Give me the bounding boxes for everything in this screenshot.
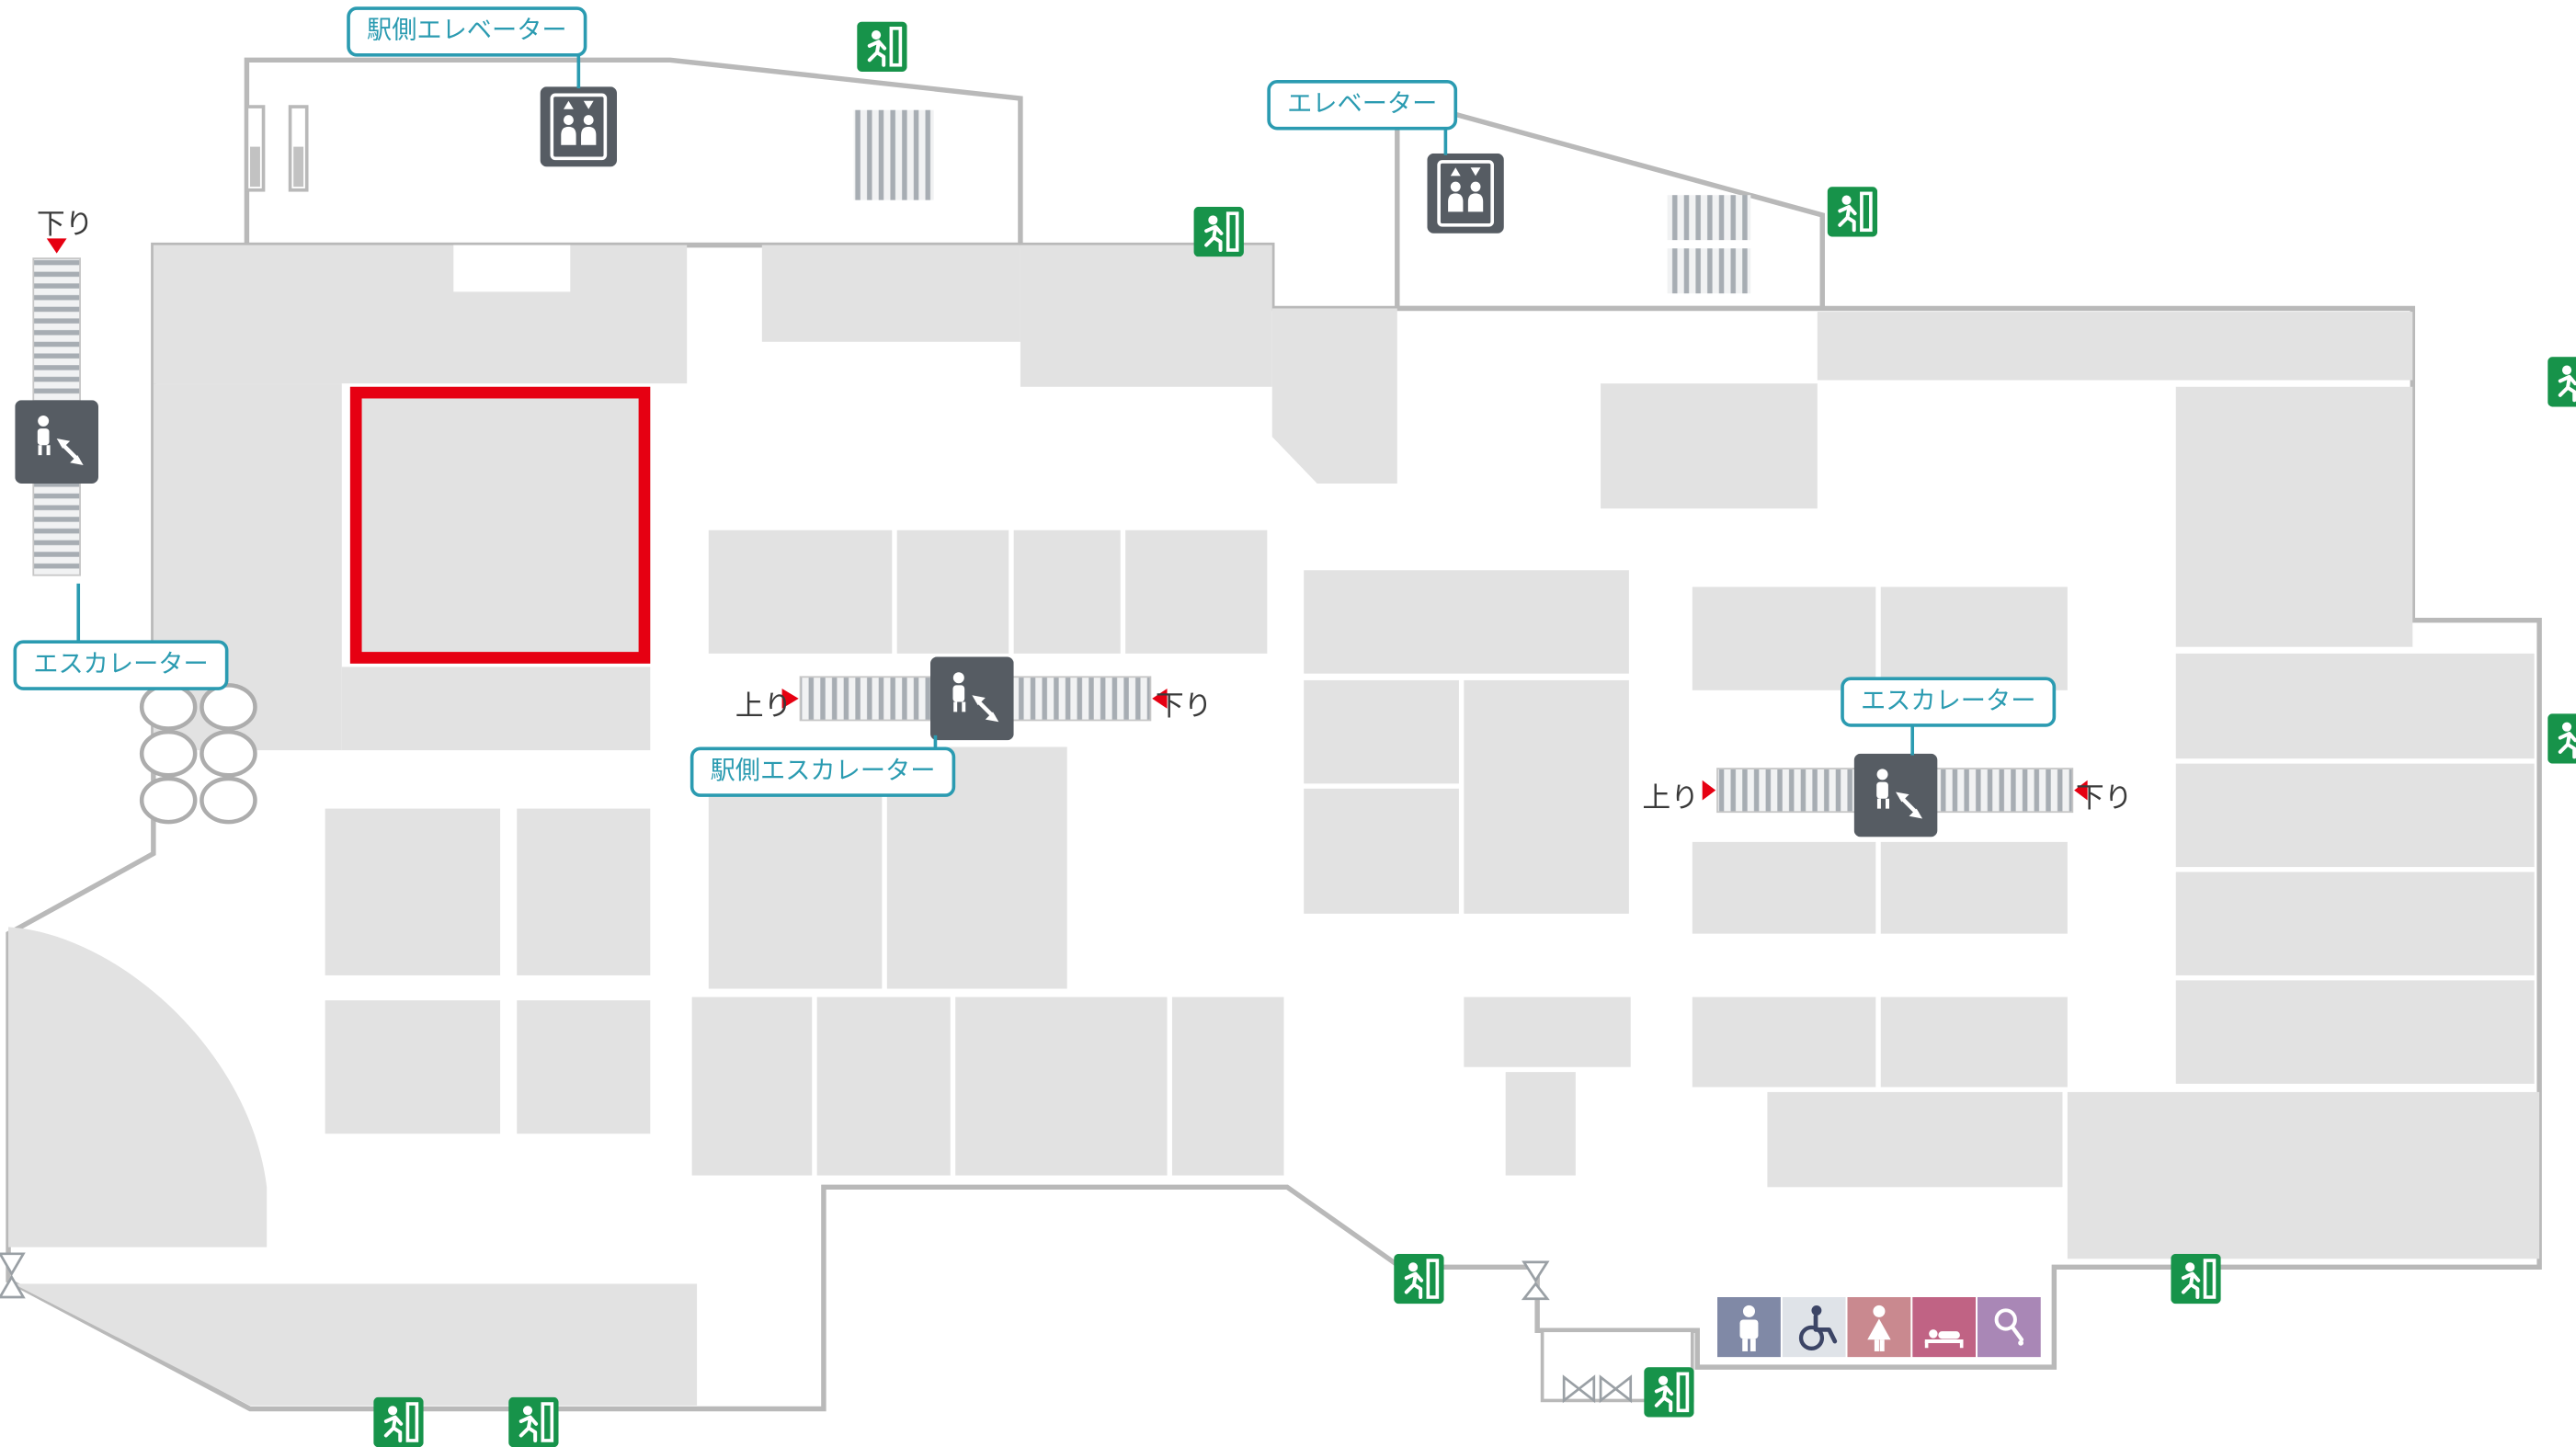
emergency-exit-icon	[1194, 207, 1244, 256]
up-label: 上り	[1642, 781, 1700, 815]
station-escalator-label: 駅側エスカレーター	[690, 746, 956, 797]
emergency-exit-icon	[857, 22, 906, 72]
elevator-label: エレベーター	[1267, 80, 1458, 131]
entrance-door-slots	[245, 105, 309, 192]
down-label: 下り	[36, 208, 94, 241]
emergency-exit-icon	[1828, 187, 1877, 236]
station-escalator-icon	[930, 657, 1014, 741]
callout-pointer	[1910, 722, 1915, 756]
door-icon	[0, 1252, 1633, 1404]
emergency-exit-icon	[1394, 1254, 1443, 1304]
powder-room-icon	[1978, 1297, 2041, 1357]
right-escalator-icon	[1854, 754, 1938, 837]
down-label: 下り	[2075, 781, 2133, 815]
emergency-exit-icon	[373, 1397, 423, 1447]
emergency-exit-icon	[1644, 1367, 1693, 1417]
elevator-icon	[1427, 154, 1503, 234]
direction-arrow-icon	[46, 238, 2088, 801]
left-escalator-icon	[15, 400, 98, 484]
down-label: 下り	[1155, 689, 1213, 723]
station-elevator-icon	[541, 86, 617, 166]
stairs-stripes	[853, 109, 1751, 294]
emergency-exit-icon	[2548, 357, 2576, 406]
up-label: 上り	[735, 689, 792, 723]
emergency-exit-icon	[508, 1397, 558, 1447]
left-escalator-label: エスカレーター	[13, 640, 229, 690]
right-escalator-label: エスカレーター	[1841, 677, 2057, 727]
spiral-stairs-icon	[139, 683, 257, 825]
accessible-toilet-icon	[1783, 1297, 1846, 1357]
mens-toilet-icon	[1717, 1297, 1781, 1357]
callout-pointer	[76, 583, 81, 644]
callout-pointer	[576, 48, 581, 89]
callout-pointer	[933, 735, 938, 751]
emergency-exit-icon	[2548, 713, 2576, 763]
nursing-room-icon	[1912, 1297, 1976, 1357]
station-elevator-label: 駅側エレベーター	[347, 6, 587, 57]
emergency-exit-icon	[2171, 1254, 2220, 1304]
store-blocks	[8, 245, 2540, 1406]
womens-toilet-icon	[1847, 1297, 1910, 1357]
block-notch	[453, 245, 571, 292]
highlighted-store[interactable]	[349, 386, 651, 664]
callout-pointer	[1443, 125, 1448, 155]
